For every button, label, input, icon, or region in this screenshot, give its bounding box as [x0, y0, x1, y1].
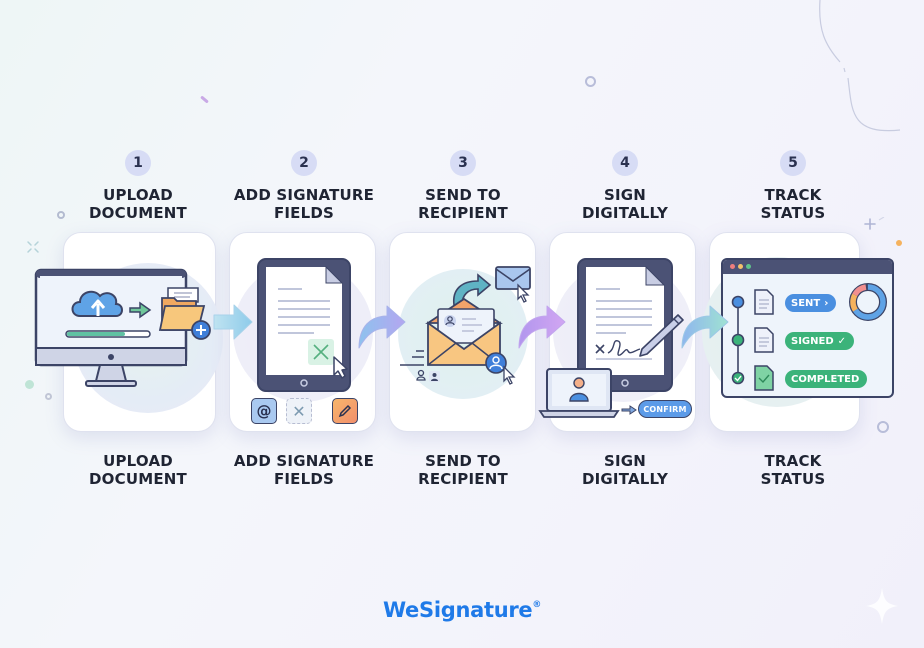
step-caption-line: RECIPIENT [418, 470, 508, 488]
decorative-ring [877, 421, 889, 433]
step-title-line: RECIPIENT [418, 204, 508, 222]
step-title-line: STATUS [760, 204, 826, 222]
step-caption-line: UPLOAD [103, 452, 173, 470]
decorative-plus [864, 217, 885, 230]
signature-x-icon: ✕ [286, 398, 312, 424]
confirm-button: CONFIRM [638, 400, 692, 418]
step-caption-line: SIGN [603, 452, 647, 470]
step-caption-line: ADD SIGNATURE [233, 452, 375, 470]
step-title: SEND TO RECIPIENT [383, 186, 543, 222]
step-title-line: TRACK [764, 186, 822, 204]
step-title-line: FIELDS [273, 204, 335, 222]
step-caption-line: FIELDS [273, 470, 335, 488]
checkmark-icon: ✓ [837, 335, 847, 347]
status-tracker-window: SENT › SIGNED ✓ COMPLETED [721, 258, 894, 398]
window-minimize-dot [738, 264, 743, 269]
chevron-right-icon: › [824, 297, 829, 309]
tablet-document-illustration [257, 258, 351, 392]
decorative-dot [25, 380, 34, 389]
step-title-line: DIGITALLY [581, 204, 669, 222]
at-sign-icon: @ [251, 398, 277, 424]
step-caption: UPLOAD DOCUMENT [58, 452, 218, 488]
step-caption-line: STATUS [760, 470, 826, 488]
status-pill-signed: SIGNED ✓ [785, 332, 855, 350]
step-caption: TRACK STATUS [713, 452, 873, 488]
decorative-ring [57, 211, 65, 219]
step-number-badge: 2 [291, 150, 317, 176]
decorative-sparkle-star [866, 588, 898, 624]
step-caption: SIGN DIGITALLY [545, 452, 705, 488]
step-number-badge: 5 [780, 150, 806, 176]
curved-arrow-icon [681, 305, 729, 349]
step-caption-line: DIGITALLY [581, 470, 669, 488]
step-caption-line: TRACK [764, 452, 822, 470]
status-pill-sent: SENT › [785, 294, 837, 312]
step-title: UPLOAD DOCUMENT [58, 186, 218, 222]
decorative-ring [585, 76, 596, 87]
step-title: TRACK STATUS [713, 186, 873, 222]
tablet-signature-illustration [538, 258, 684, 418]
status-label: SENT [791, 297, 821, 309]
step-number-badge: 4 [612, 150, 638, 176]
envelope-send-illustration [400, 266, 531, 385]
window-close-dot [730, 264, 735, 269]
pencil-icon [332, 398, 358, 424]
step-caption-line: DOCUMENT [89, 470, 187, 488]
decorative-dot [896, 240, 902, 246]
step-title-line: UPLOAD [103, 186, 173, 204]
status-timeline [731, 283, 887, 391]
registered-mark: ® [532, 600, 542, 610]
step-title: SIGN DIGITALLY [545, 186, 705, 222]
decorative-curve [819, 0, 901, 132]
brand-logo: WeSignature® [0, 598, 924, 622]
step-3-card [389, 232, 536, 432]
decorative-ring [45, 393, 52, 400]
status-label: SIGNED [791, 335, 834, 347]
step-caption: ADD SIGNATURE FIELDS [224, 452, 384, 488]
curved-arrow-icon [358, 305, 406, 349]
decorative-sparkle-x [27, 241, 39, 253]
step-number-badge: 1 [125, 150, 151, 176]
step-title-line: DOCUMENT [89, 204, 187, 222]
status-pill-completed: COMPLETED [785, 370, 868, 388]
step-caption: SEND TO RECIPIENT [383, 452, 543, 488]
step-caption-line: SEND TO [425, 452, 501, 470]
step-title-line: SIGN [603, 186, 647, 204]
brand-name: WeSignature [382, 598, 533, 622]
step-2-card: @ ✕ [229, 232, 376, 432]
arrow-right-icon [213, 304, 253, 340]
step-title: ADD SIGNATURE FIELDS [224, 186, 384, 222]
window-titlebar [723, 260, 892, 274]
step-number-badge: 3 [450, 150, 476, 176]
step-title-line: SEND TO [425, 186, 501, 204]
curved-arrow-icon [518, 305, 566, 349]
step-4-card: CONFIRM [538, 232, 696, 432]
window-maximize-dot [746, 264, 751, 269]
monitor-upload-illustration [34, 268, 211, 387]
step-title-line: ADD SIGNATURE [233, 186, 375, 204]
status-label: COMPLETED [791, 373, 860, 385]
decorative-dash [200, 95, 209, 104]
